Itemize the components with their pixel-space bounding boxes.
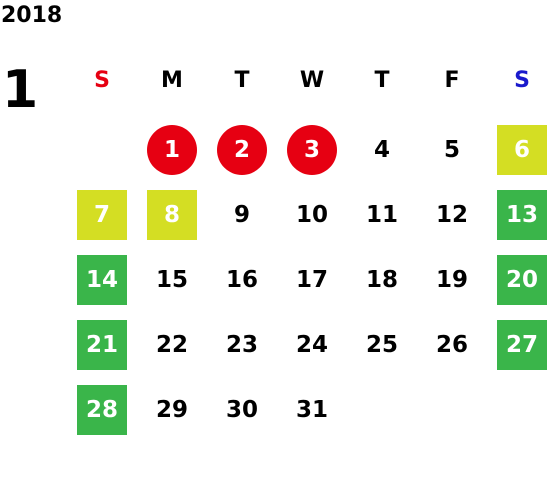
date-cell[interactable]: 22 <box>155 332 188 358</box>
week-row: 14 15 16 17 18 19 20 <box>0 255 548 305</box>
weekday-label-sat: S <box>514 67 530 93</box>
date-cell[interactable]: 24 <box>295 332 328 358</box>
week-row: 21 22 23 24 25 26 27 <box>0 320 548 370</box>
date-cell-holiday[interactable]: 1 <box>147 125 197 175</box>
date-cell[interactable]: 11 <box>365 202 398 228</box>
date-cell-weekend[interactable]: 13 <box>497 190 547 240</box>
weekday-label-thu: T <box>374 67 390 93</box>
date-cell[interactable]: 16 <box>225 267 258 293</box>
date-cell-special[interactable]: 7 <box>77 190 127 240</box>
weekday-header: S M T W T F S <box>0 55 548 105</box>
date-cell[interactable]: 4 <box>373 137 390 163</box>
date-cell-weekend[interactable]: 27 <box>497 320 547 370</box>
date-cell[interactable]: 15 <box>155 267 188 293</box>
date-cell[interactable]: 30 <box>225 397 258 423</box>
date-cell[interactable]: 17 <box>295 267 328 293</box>
weekday-label-tue: T <box>234 67 250 93</box>
date-cell-holiday[interactable]: 2 <box>217 125 267 175</box>
weekday-label-fri: F <box>444 67 460 93</box>
calendar-year: 2018 <box>1 3 63 28</box>
date-cell[interactable]: 26 <box>435 332 468 358</box>
date-cell[interactable]: 23 <box>225 332 258 358</box>
date-cell[interactable]: 5 <box>443 137 460 163</box>
date-cell-special[interactable]: 6 <box>497 125 547 175</box>
date-cell[interactable]: 31 <box>295 397 328 423</box>
date-cell-special[interactable]: 8 <box>147 190 197 240</box>
weekday-label-wed: W <box>299 67 325 93</box>
week-row: 28 29 30 31 <box>0 385 548 435</box>
weekday-label-mon: M <box>161 67 183 93</box>
date-cell[interactable]: 12 <box>435 202 468 228</box>
date-cell[interactable]: 10 <box>295 202 328 228</box>
date-cell-holiday[interactable]: 3 <box>287 125 337 175</box>
date-cell-weekend[interactable]: 20 <box>497 255 547 305</box>
date-cell[interactable]: 25 <box>365 332 398 358</box>
date-cell[interactable]: 19 <box>435 267 468 293</box>
date-cell-weekend[interactable]: 21 <box>77 320 127 370</box>
date-cell[interactable]: 18 <box>365 267 398 293</box>
calendar-month: 1 <box>2 60 39 120</box>
date-cell-weekend[interactable]: 14 <box>77 255 127 305</box>
weekday-label-sun: S <box>94 67 110 93</box>
date-cell[interactable]: 9 <box>233 202 250 228</box>
date-cell[interactable]: 29 <box>155 397 188 423</box>
date-cell-weekend[interactable]: 28 <box>77 385 127 435</box>
